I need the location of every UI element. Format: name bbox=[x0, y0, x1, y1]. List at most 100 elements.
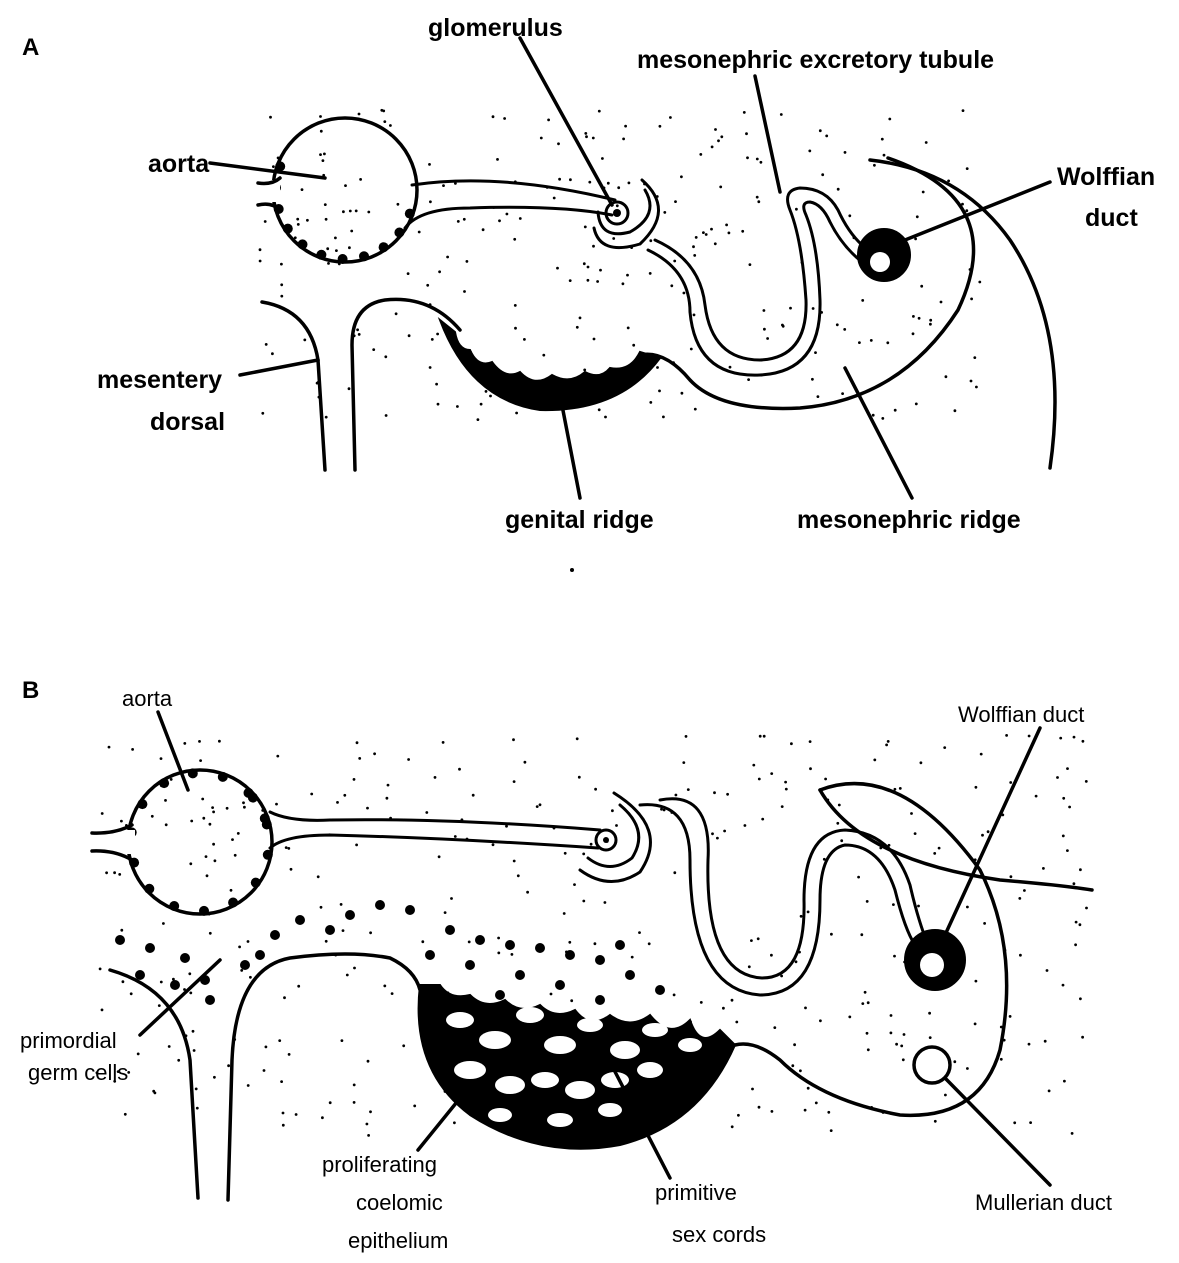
germ-cell bbox=[240, 960, 250, 970]
tubule-a-inner bbox=[648, 202, 862, 375]
endothelial-cell bbox=[218, 772, 228, 782]
stipple-dot bbox=[784, 781, 787, 784]
stipple-dot bbox=[791, 1064, 794, 1067]
stipple-dot bbox=[523, 338, 526, 341]
germ-cell bbox=[565, 950, 575, 960]
stipple-dot bbox=[183, 742, 186, 745]
stipple-dot bbox=[807, 1087, 810, 1090]
stipple-dot bbox=[638, 931, 641, 934]
stipple-dot bbox=[761, 818, 764, 821]
stipple-dot bbox=[569, 178, 572, 181]
stipple-dot bbox=[735, 1021, 738, 1024]
stipple-dot bbox=[830, 1129, 833, 1132]
stipple-dot bbox=[674, 200, 677, 203]
stipple-dot bbox=[1018, 897, 1021, 900]
stipple-dot bbox=[914, 832, 917, 835]
stipple-dot bbox=[1062, 984, 1065, 987]
stipple-dot bbox=[624, 125, 627, 128]
stipple-dot bbox=[355, 844, 358, 847]
stipple-dot bbox=[824, 778, 827, 781]
stipple-dot bbox=[489, 395, 492, 398]
stipple-dot bbox=[383, 120, 386, 123]
stipple-dot bbox=[325, 940, 328, 943]
leader-genital-ridge-a bbox=[560, 395, 580, 498]
stipple-dot bbox=[407, 758, 410, 761]
stipple-dot bbox=[866, 900, 869, 903]
stipple-dot bbox=[160, 757, 163, 760]
stipple-dot bbox=[511, 953, 514, 956]
stipple-dot bbox=[442, 184, 445, 187]
stipple-dot bbox=[436, 333, 439, 336]
stipple-dot bbox=[456, 405, 459, 408]
stipple-dot bbox=[385, 414, 388, 417]
stipple-dot bbox=[981, 834, 984, 837]
stipple-dot bbox=[205, 855, 208, 858]
stipple-dot bbox=[821, 173, 824, 176]
stipple-dot bbox=[920, 761, 923, 764]
stipple-dot bbox=[212, 811, 215, 814]
stipple-dot bbox=[438, 270, 441, 273]
stipple-dot bbox=[670, 284, 673, 287]
stipple-dot bbox=[819, 1019, 822, 1022]
stipple-dot bbox=[353, 1084, 356, 1087]
stipple-dot bbox=[280, 295, 283, 298]
stipple-dot bbox=[118, 873, 121, 876]
stipple-dot bbox=[662, 416, 665, 419]
stipple-dot bbox=[366, 1123, 369, 1126]
stipple-dot bbox=[346, 974, 349, 977]
tubule-b-outer bbox=[640, 805, 915, 995]
germ-cell bbox=[205, 995, 215, 1005]
wolffian-duct-b-lumen bbox=[920, 953, 944, 977]
stipple-dot bbox=[259, 260, 262, 263]
stipple-dot bbox=[758, 1106, 761, 1109]
stipple-dot bbox=[343, 794, 346, 797]
stipple-dot bbox=[348, 246, 351, 249]
endothelial-cell bbox=[199, 906, 209, 916]
stipple-dot bbox=[342, 929, 345, 932]
stipple-dot bbox=[297, 985, 300, 988]
stipple-dot bbox=[693, 314, 696, 317]
stipple-dot bbox=[282, 1112, 285, 1115]
stipple-dot bbox=[902, 1058, 905, 1061]
stipple-dot bbox=[514, 304, 517, 307]
stipple-dot bbox=[770, 954, 773, 957]
genital-ridge-a bbox=[440, 320, 660, 410]
stipple-dot bbox=[218, 740, 221, 743]
stipple-dot bbox=[596, 280, 599, 283]
stipple-dot bbox=[673, 871, 676, 874]
stipple-dot bbox=[407, 272, 410, 275]
genital-ridge-a-epithelium bbox=[440, 320, 660, 410]
stipple-dot bbox=[617, 186, 620, 189]
stipple-dot bbox=[771, 1110, 774, 1113]
stipple-dot bbox=[705, 233, 708, 236]
sex-cord bbox=[488, 1108, 512, 1122]
stipple-dot bbox=[513, 780, 516, 783]
stipple-dot bbox=[1081, 1036, 1084, 1039]
stipple-dot bbox=[1066, 767, 1069, 770]
stipple-dot bbox=[497, 952, 500, 955]
afferent-vessel-a-lower bbox=[405, 207, 612, 228]
stipple-dot bbox=[702, 231, 705, 234]
stipple-dot bbox=[369, 1110, 372, 1113]
endothelial-cell bbox=[298, 239, 308, 249]
stipple-dot bbox=[918, 317, 921, 320]
stipple-dot bbox=[442, 741, 445, 744]
stipple-dot bbox=[723, 830, 726, 833]
stipple-dot bbox=[306, 219, 309, 222]
stipple-dot bbox=[1085, 780, 1088, 783]
stipple-dot bbox=[105, 871, 108, 874]
leader-mesentery-a bbox=[240, 360, 318, 375]
stipple-dot bbox=[611, 809, 614, 812]
stipple-dot bbox=[683, 292, 686, 295]
label-mesentery-a-line1: mesentery bbox=[97, 366, 222, 394]
germ-cell bbox=[555, 980, 565, 990]
stipple-dot bbox=[594, 942, 597, 945]
stipple-dot bbox=[1028, 1043, 1031, 1046]
label-genital-ridge-a: genital ridge bbox=[505, 506, 654, 534]
stipple-dot bbox=[940, 301, 943, 304]
stipple-dot bbox=[766, 337, 769, 340]
stipple-dot bbox=[324, 203, 327, 206]
stipple-dot bbox=[342, 210, 345, 213]
stipple-dot bbox=[485, 390, 488, 393]
stipple-dot bbox=[819, 129, 822, 132]
